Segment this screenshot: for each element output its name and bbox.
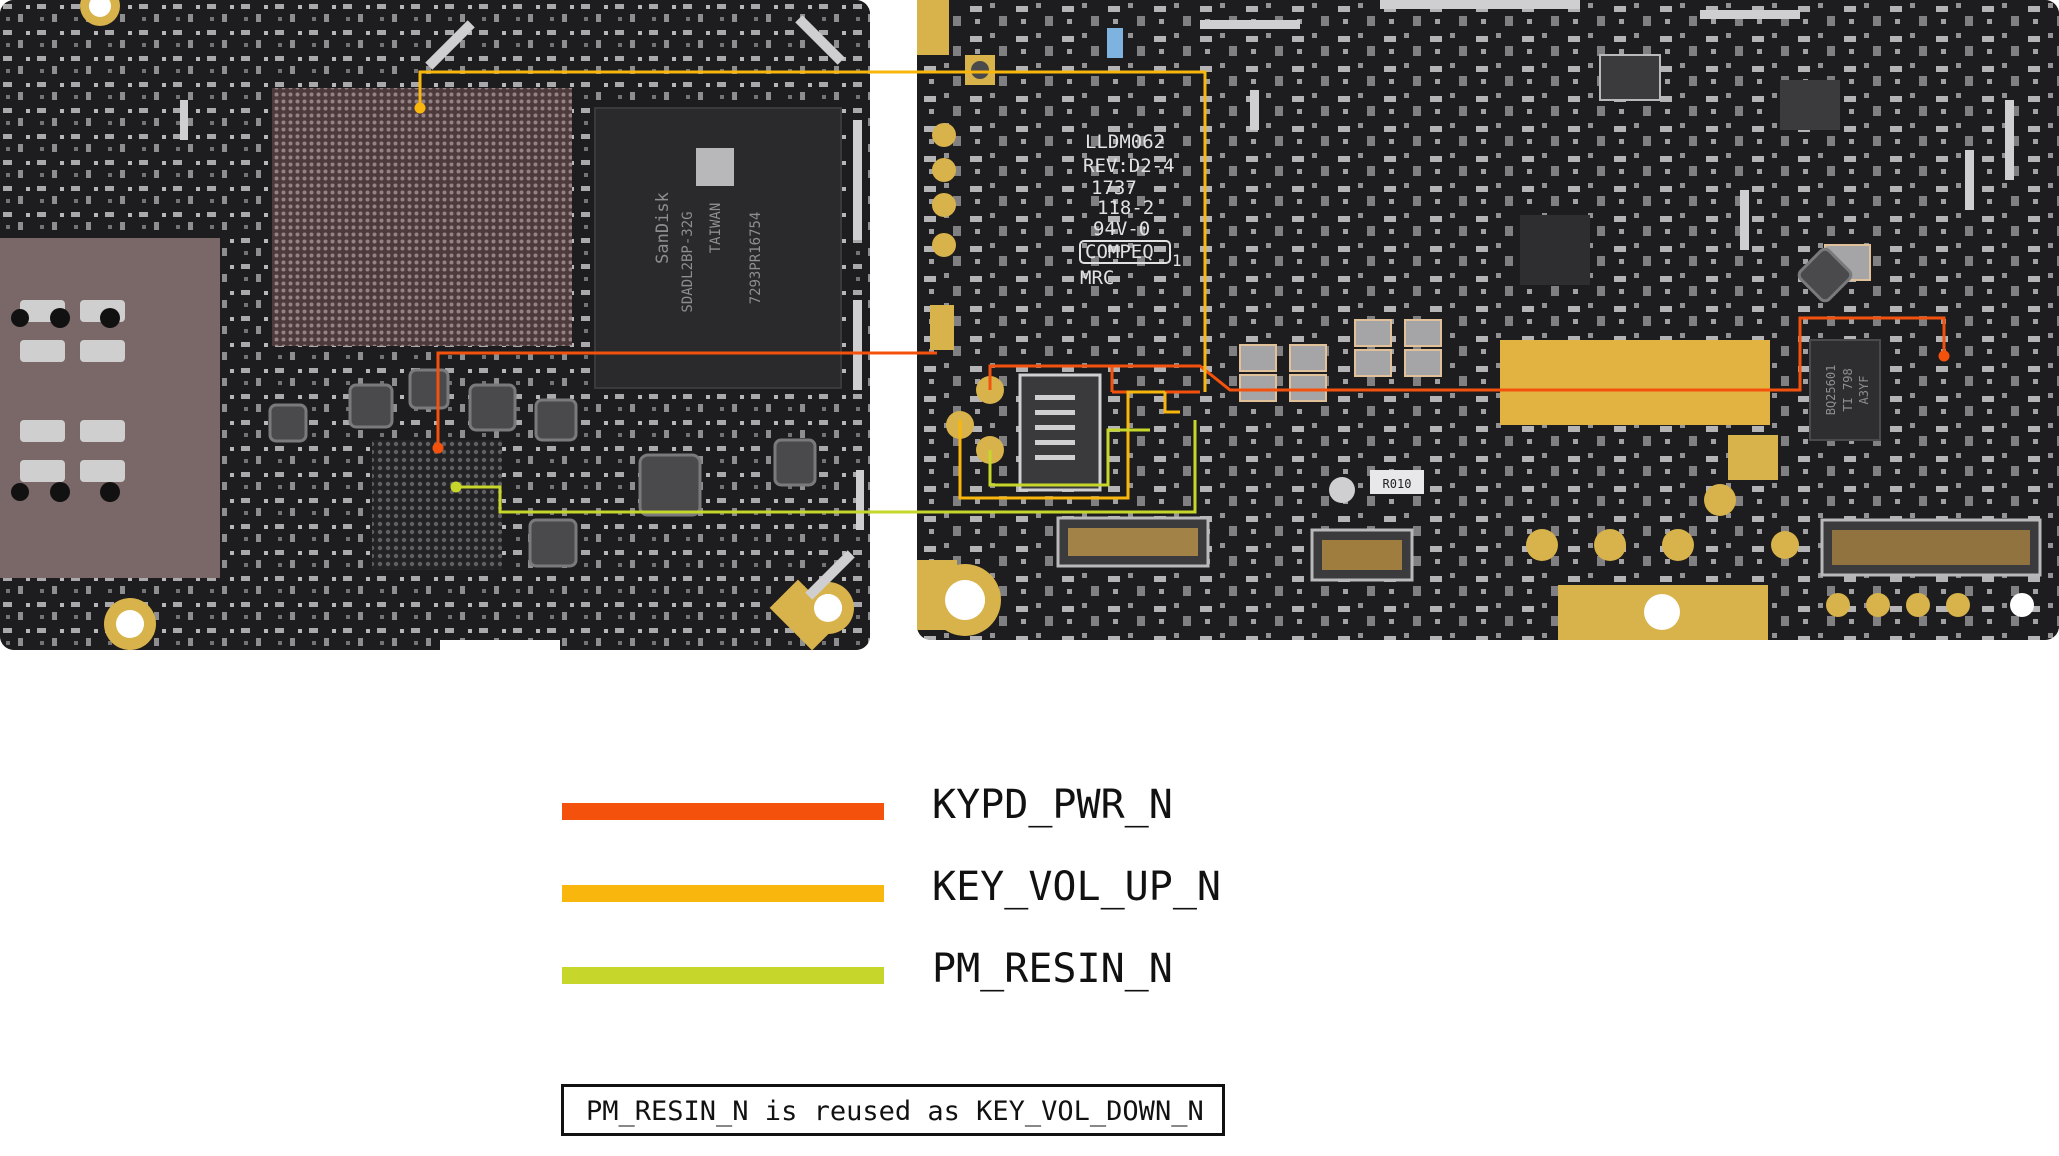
trace-kypd-pwr-n [432,316,1950,454]
legend-label-key-vol-up-n: KEY_VOL_UP_N [932,864,1221,910]
charger-chip-marking-3: A3YF [1857,376,1871,405]
charger-chip-marking-1: BQ25601 [1824,365,1838,416]
left-board: SanDisk SDADL2BP-32G TAIWAN 7293PR16754 [0,0,870,651]
silkscreen-line-1: LLDM062 [1085,131,1165,153]
silkscreen-line-5: 94V-0 [1093,218,1150,240]
silkscreen-mark: 1 [1172,251,1182,270]
legend-swatch-pm-resin-n [562,967,884,984]
chip-marking-line-4: 7293PR16754 [748,212,764,305]
right-board: BQ25601 TI 798 A3YF R010 LLDM062 REV:D2-… [917,0,2059,640]
chip-marking-line-2: SDADL2BP-32G [680,211,696,312]
chip-marking-line-1: SanDisk [653,192,673,264]
chip-marking-line-3: TAIWAN [708,203,724,254]
note-text: PM_RESIN_N is reused as KEY_VOL_DOWN_N [586,1096,1204,1127]
silkscreen-line-6: COMPEQ [1085,241,1154,263]
legend-swatch-key-vol-up-n [562,885,884,902]
legend-label-kypd-pwr-n: KYPD_PWR_N [932,782,1173,828]
silkscreen-line-7: MRC [1080,267,1114,289]
legend-swatch-kypd-pwr-n [562,803,884,820]
trace-key-vol-up-n [414,70,1207,500]
charger-chip-marking-2: TI 798 [1841,368,1855,411]
silkscreen-line-2: REV:D2-4 [1083,155,1175,177]
silkscreen-line-3: 1737 [1091,177,1137,199]
trace-pm-resin-n [450,420,1197,514]
silkscreen-line-4: 118-2 [1097,197,1154,219]
note-box: PM_RESIN_N is reused as KEY_VOL_DOWN_N [561,1084,1225,1136]
legend-label-pm-resin-n: PM_RESIN_N [932,946,1173,992]
resistor-marking: R010 [1383,477,1412,491]
pcb-board-diagram: SanDisk SDADL2BP-32G TAIWAN 7293PR16754 [0,0,2059,651]
